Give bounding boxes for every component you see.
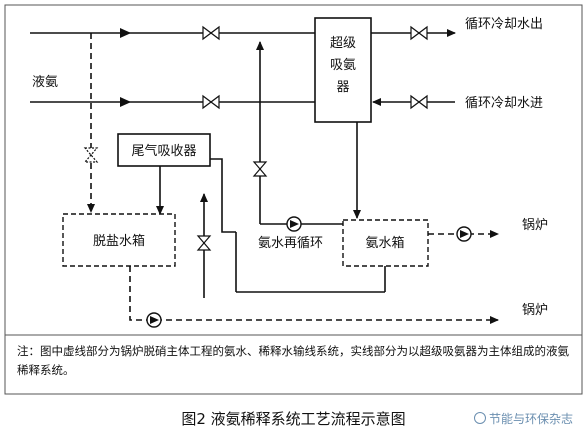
valve-icon — [202, 94, 220, 110]
cooling-water-in-label: 循环冷却水进 — [465, 96, 543, 111]
figure-caption: 图2 液氨稀释系统工艺流程示意图 — [181, 410, 406, 428]
valve-icon — [252, 161, 268, 177]
diagram-note: 注：图中虚线部分为锅炉脱硝主体工程的氨水、稀释水输线系统，实线部分为以超级吸氨器… — [17, 344, 569, 377]
liquid-ammonia-label: 液氨 — [32, 75, 58, 90]
valve-icon — [196, 235, 212, 251]
watermark-text: 节能与环保杂志 — [488, 412, 573, 426]
ammonia-water-tank-box — [342, 219, 429, 267]
ammonia-recirc-label: 氨水再循环 — [258, 236, 323, 251]
pump-icon — [146, 312, 162, 328]
super-absorber-label-3: 器 — [336, 80, 349, 95]
tail-gas-line — [210, 158, 236, 233]
pumps — [146, 216, 472, 328]
desalted-water-tank-label: 脱盐水箱 — [93, 233, 145, 249]
watermark: 节能与环保杂志 — [473, 410, 573, 427]
pump-icon — [456, 226, 472, 242]
valve-icon — [410, 25, 428, 41]
tail-gas-absorber-label: 尾气吸收器 — [131, 143, 196, 159]
tail-gas-absorber-box — [117, 133, 211, 167]
super-absorber-label-2: 吸氨 — [330, 58, 356, 73]
super-absorber-box — [314, 17, 372, 123]
valve-icon — [83, 147, 99, 163]
dashed-to-boiler-2 — [129, 266, 499, 324]
flow-arrows — [120, 28, 131, 107]
wechat-icon — [473, 412, 486, 424]
valve-icon — [410, 94, 428, 110]
boiler-label-1: 锅炉 — [522, 217, 548, 233]
outer-frame — [4, 4, 583, 395]
ammonia-water-tank-label: 氨水箱 — [365, 235, 404, 251]
super-absorber-label-1: 超级 — [330, 36, 356, 51]
desalted-water-tank-box — [62, 213, 176, 267]
valve-icon — [202, 25, 220, 41]
pump-icon — [286, 216, 302, 232]
valves — [83, 25, 428, 251]
cooling-water-out-label: 循环冷却水出 — [465, 17, 543, 32]
boiler-label-2: 锅炉 — [522, 302, 548, 318]
